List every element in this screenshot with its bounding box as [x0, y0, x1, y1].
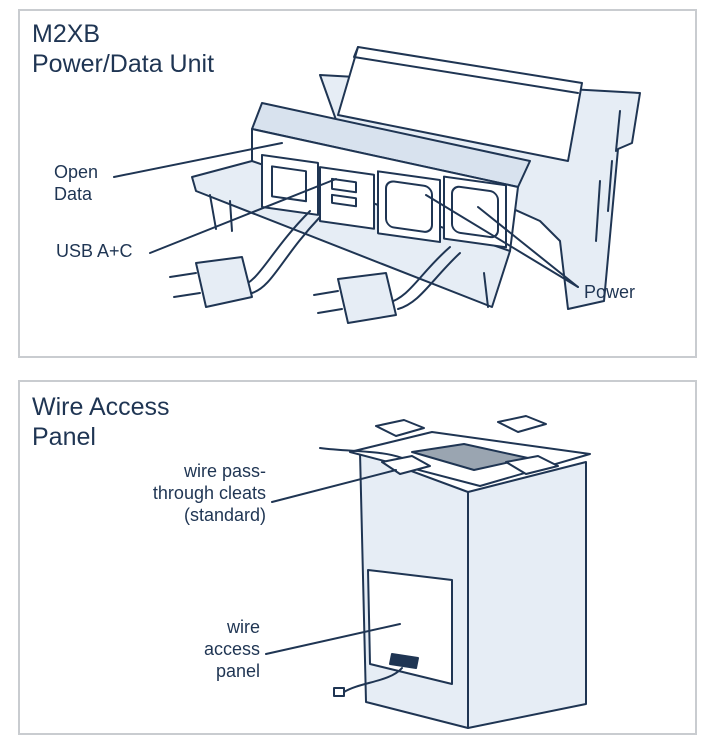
title-line-1: M2XB [32, 20, 101, 48]
power-plug-1-prongs [169, 272, 201, 298]
unit-side-detail [595, 110, 621, 242]
power-data-unit-panel: M2XB Power/Data Unit Open Data USB A+C P… [18, 9, 697, 358]
unit-lid [337, 46, 583, 162]
usb-label: USB A+C [56, 241, 133, 261]
cleats-callout-line [271, 469, 397, 503]
usb-callout-line [149, 178, 337, 254]
cleats-label-line-2: through cleats [152, 483, 266, 503]
power-data-unit-title: M2XB Power/Data Unit [32, 19, 214, 79]
wire-cleat-back-right [497, 415, 547, 433]
power-plug-2 [337, 272, 397, 324]
usb-c-port [331, 193, 357, 208]
access-label-line-2: access [203, 639, 260, 659]
title-line-2: Power/Data Unit [32, 50, 215, 78]
usb-a-port [331, 177, 357, 194]
power-callout-line-1 [425, 194, 579, 288]
access-label-line-3: panel [215, 661, 260, 681]
top-wire [319, 447, 403, 459]
power-outlet-1 [377, 170, 441, 244]
wire-cleat-back-left [375, 419, 425, 437]
unit-lid-edge [353, 46, 579, 94]
power-label: Power [584, 282, 636, 302]
power-outlet-2-face [451, 185, 499, 239]
cleats-label-line-3: (standard) [183, 505, 266, 525]
power-cord-1-edge [251, 216, 321, 294]
power-outlet-2 [443, 175, 507, 249]
access-panel-slot [389, 653, 419, 669]
open-data-label-line-2: Data [54, 184, 93, 204]
open-data-label-line-1: Open [54, 162, 99, 182]
access-panel-door [367, 569, 453, 685]
wire-access-panel: Wire Access Panel wire pass- through cle… [18, 380, 697, 735]
open-data-label: Open Data [54, 161, 98, 205]
access-label-line-1: wire [226, 617, 260, 637]
title-line-2: Panel [32, 423, 96, 451]
cleats-label: wire pass- through cleats (standard) [116, 460, 266, 526]
wire-cleat-front-right [505, 455, 559, 475]
unit-leg-right [483, 272, 489, 308]
open-data-port [271, 165, 307, 203]
wire-access-illustration [265, 415, 591, 729]
power-outlet-1-face [385, 180, 433, 233]
power-data-unit-illustration [113, 46, 641, 324]
power-plug-2-prongs [313, 290, 343, 314]
power-cord-2-edge [397, 252, 461, 310]
open-data-callout-line [113, 142, 283, 178]
access-panel-label: wire access panel [156, 616, 260, 682]
power-plug-1 [195, 256, 253, 308]
access-wire [343, 667, 403, 693]
unit-leg-left [209, 194, 233, 232]
access-wire-plug [333, 687, 345, 697]
power-callout-line-2 [477, 206, 579, 288]
title-line-1: Wire Access [32, 393, 170, 421]
access-callout-line [265, 623, 401, 655]
power-cord-2 [387, 246, 451, 304]
wire-access-title: Wire Access Panel [32, 392, 170, 452]
cleats-label-line-1: wire pass- [183, 461, 266, 481]
